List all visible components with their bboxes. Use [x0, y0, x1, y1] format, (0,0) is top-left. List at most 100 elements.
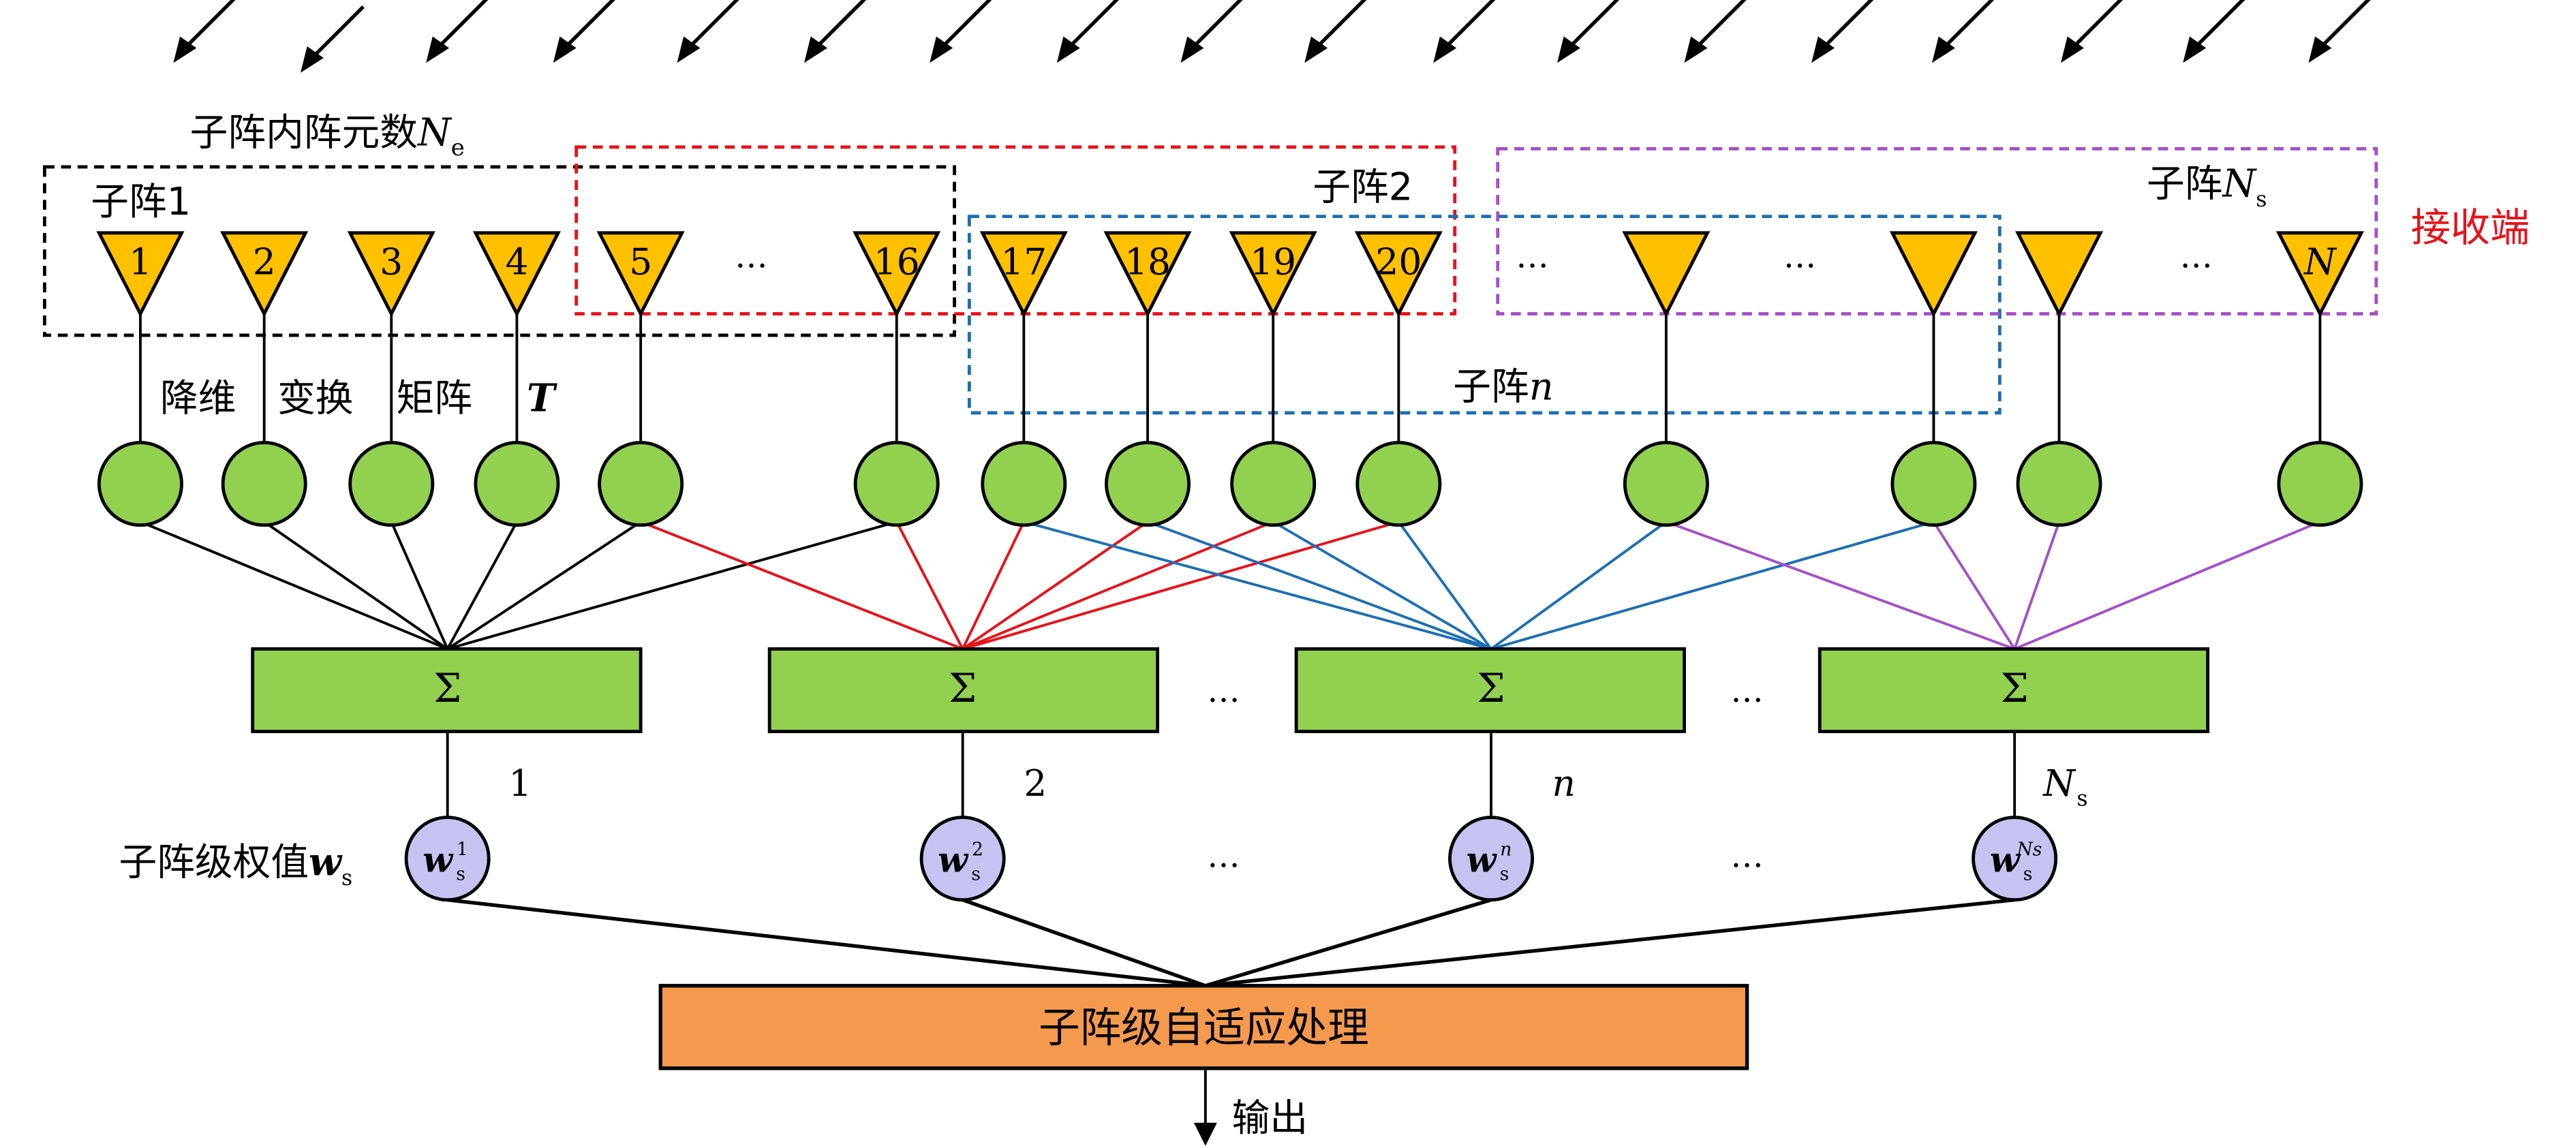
- wave-arrow-shaft: [812, 0, 867, 51]
- weight-to-processing-line: [1205, 898, 2015, 988]
- elements-per-subarray-label: 子阵内阵元数Ne: [190, 110, 465, 161]
- wave-arrow-shaft: [562, 0, 615, 51]
- transform-label-2: 变换: [277, 377, 353, 421]
- antenna-element-icon: [1229, 231, 1317, 318]
- antenna-label: N: [2303, 241, 2337, 283]
- antenna-label: 16: [874, 241, 920, 283]
- weight-superscript: 2: [972, 839, 983, 860]
- weight-to-processing-line: [447, 898, 1206, 988]
- antenna-label: 1: [129, 241, 152, 283]
- weight-to-processing-line: [962, 898, 1206, 988]
- wave-arrow-head-icon: [677, 36, 701, 63]
- antenna-label: 18: [1124, 241, 1171, 283]
- subarray-1-label: 子阵1: [91, 180, 191, 224]
- antenna-element-icon: [96, 231, 185, 318]
- antenna-element-icon: [596, 231, 685, 318]
- processing-label: 子阵级自适应处理: [1039, 1004, 1369, 1052]
- wave-arrow-shaft: [1693, 0, 1747, 51]
- transform-node: [1105, 441, 1191, 527]
- subarray-box-1: [43, 165, 956, 337]
- wire-subarray-Ns: [2014, 521, 2321, 651]
- wave-arrow-shaft: [2069, 0, 2123, 51]
- wave-arrow-shaft: [686, 0, 739, 51]
- antenna-element-icon: [853, 231, 941, 318]
- wire-subarray-Ns: [2013, 521, 2061, 650]
- transform-nodes: [97, 441, 2363, 527]
- antenna-label: 5: [629, 241, 652, 283]
- output-label: 输出: [1232, 1096, 1308, 1141]
- wire-subarray-n: [1023, 521, 1492, 651]
- weight-label-symbol: w: [309, 840, 343, 884]
- antenna-element-icon: [1354, 231, 1443, 318]
- wave-arrow-head-icon: [1684, 36, 1708, 63]
- wave-arrow-shaft: [434, 0, 489, 51]
- subarray-n-label: 子阵n: [1453, 365, 1553, 409]
- wave-arrow-head-icon: [173, 36, 197, 63]
- weight-superscript: 1: [457, 839, 468, 860]
- antenna-element-icon: [1889, 231, 1978, 318]
- wave-arrow-head-icon: [1056, 36, 1080, 63]
- antenna-ellipsis: …: [735, 238, 767, 276]
- wire-subarray-2: [895, 521, 964, 650]
- antenna-label: 3: [380, 241, 403, 283]
- antenna-element-icon: [2015, 231, 2104, 318]
- wave-arrow-head-icon: [1932, 36, 1955, 63]
- wave-arrow-shaft: [2191, 0, 2245, 51]
- branch-label-1: 1: [508, 762, 532, 805]
- weight-ellipsis: …: [1207, 837, 1240, 875]
- sum-block-3: [1294, 647, 1686, 734]
- subarray-Ns-symbol: N: [2221, 162, 2257, 206]
- wire-subarray-1: [140, 521, 448, 651]
- transform-node: [97, 441, 183, 527]
- wire-subarray-n: [1490, 521, 1668, 651]
- wire-subarray-1: [263, 521, 448, 651]
- weight-to-processing-line: [1205, 898, 1492, 988]
- wave-arrow-head-icon: [1557, 36, 1580, 63]
- antenna-element-icon: [2275, 231, 2364, 318]
- wire-subarray-Ns: [1666, 521, 2015, 651]
- transform-label-1: 降维: [160, 377, 236, 421]
- wave-arrow-shaft: [1313, 0, 1367, 51]
- incoming-wave-arrows: [173, 0, 2371, 73]
- wire-subarray-1: [447, 521, 898, 651]
- antenna-element-icon: [220, 231, 309, 318]
- weight-symbol: w: [1990, 839, 2021, 880]
- antenna-label: 19: [1250, 241, 1296, 283]
- antenna-label: 4: [505, 241, 528, 283]
- transform-node: [1355, 441, 1442, 527]
- wave-arrow-shaft: [1565, 0, 1620, 51]
- sum-ellipsis: …: [1207, 672, 1240, 710]
- weight-label-subscript: s: [341, 866, 352, 891]
- wave-arrow-head-icon: [301, 46, 324, 73]
- elements-symbol: N: [416, 110, 453, 155]
- wave-arrow-head-icon: [553, 36, 577, 63]
- sum-symbol: Σ: [1477, 665, 1505, 711]
- antenna-ellipsis: …: [2179, 238, 2212, 276]
- weight-symbol: w: [938, 839, 969, 880]
- antenna-label: 17: [1000, 241, 1047, 283]
- wave-arrow-head-icon: [1180, 36, 1204, 63]
- antenna-element-icon: [1103, 231, 1192, 318]
- wire-subarray-n: [1272, 521, 1492, 651]
- wire-subarray-2: [961, 521, 1026, 650]
- wave-arrow-head-icon: [2183, 36, 2207, 63]
- wave-arrow-shaft: [1189, 0, 1243, 51]
- weight-symbol: w: [423, 839, 454, 880]
- transform-node: [981, 441, 1067, 527]
- antenna-element-icon: [472, 231, 561, 318]
- wave-arrow-shaft: [1940, 0, 1995, 51]
- wire-subarray-Ns: [1932, 521, 2016, 650]
- sum-symbol: Σ: [433, 665, 461, 711]
- wire-subarray-1: [446, 521, 642, 651]
- branch-label-3: n: [1552, 762, 1575, 805]
- transform-node: [1890, 441, 1977, 527]
- sum-symbol: Σ: [2001, 665, 2029, 711]
- sum-block-4: [1818, 647, 2210, 734]
- wave-arrow-shaft: [309, 5, 365, 61]
- connection-lines: [140, 521, 2321, 651]
- antenna-label: 20: [1375, 241, 1422, 283]
